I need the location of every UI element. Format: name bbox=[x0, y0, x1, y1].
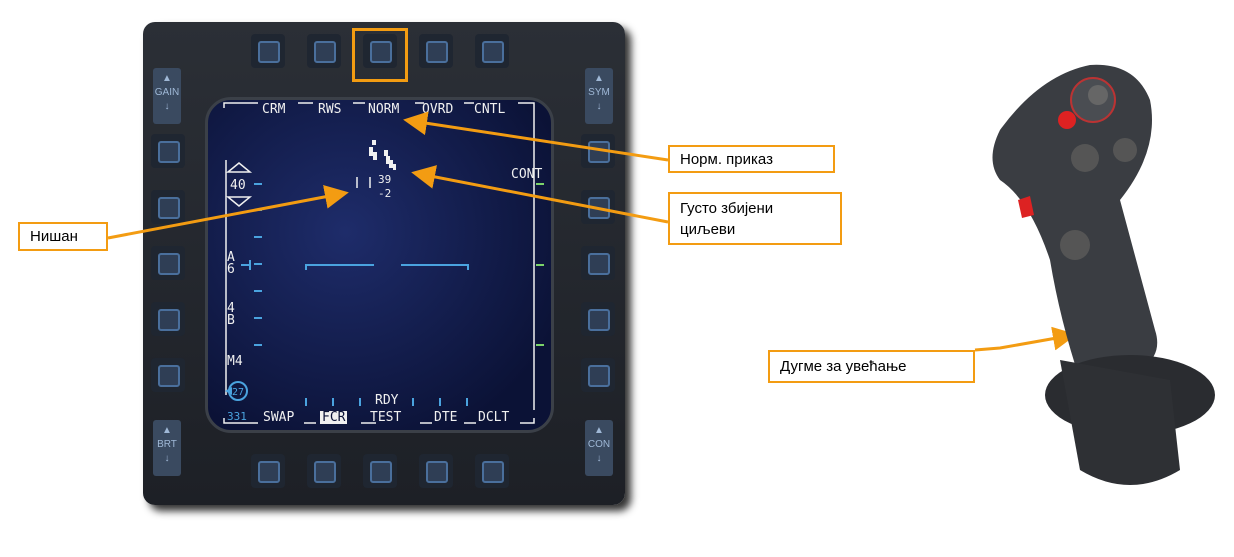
con-label: CON bbox=[587, 439, 611, 450]
osb-1[interactable] bbox=[251, 34, 285, 68]
arrow-zoom bbox=[974, 326, 1077, 352]
target-alt2: -2 bbox=[378, 187, 392, 200]
cont-label: CONT bbox=[511, 167, 543, 182]
osb-label-test: TEST bbox=[370, 410, 402, 425]
osb-label-cntl: CNTL bbox=[474, 102, 506, 117]
arrow-dense bbox=[411, 165, 669, 224]
target-cluster bbox=[369, 140, 396, 170]
rdy-label: RDY bbox=[375, 393, 399, 408]
gain-rocker[interactable]: ▲GAIN↓ bbox=[153, 68, 181, 124]
arrow-cursor bbox=[107, 185, 349, 240]
osb-label-fcr: FCR bbox=[320, 410, 348, 425]
arrow-norm bbox=[403, 111, 669, 162]
horizon-line bbox=[305, 264, 374, 270]
brt-rocker[interactable]: ▲BRT↓ bbox=[153, 420, 181, 476]
osb-8[interactable] bbox=[581, 246, 615, 280]
osb-11[interactable] bbox=[475, 454, 509, 488]
fcr-display: CRM RWS NORM OVRD CNTL CONT 40 39 -2 A 6… bbox=[205, 97, 554, 433]
bar-value: 4 bbox=[227, 301, 235, 316]
osb-label-swap: SWAP bbox=[263, 410, 295, 425]
osb-20[interactable] bbox=[151, 134, 185, 168]
osb-17[interactable] bbox=[151, 302, 185, 336]
osb-13[interactable] bbox=[363, 454, 397, 488]
gain-label: GAIN bbox=[154, 87, 180, 98]
range-value: 40 bbox=[230, 178, 246, 193]
heading-value: 27 bbox=[232, 387, 245, 398]
osb-16[interactable] bbox=[151, 358, 185, 392]
osb-5[interactable] bbox=[475, 34, 509, 68]
osb-label-norm: NORM bbox=[368, 102, 400, 117]
osb-15[interactable] bbox=[251, 454, 285, 488]
callout-zoom-button: Дугме за увећање bbox=[768, 350, 975, 383]
osb-label-rws: RWS bbox=[318, 102, 342, 117]
callout-dense-targets: Густо збијени циљеви bbox=[668, 192, 842, 245]
joystick-image bbox=[992, 64, 1215, 485]
range-up-icon bbox=[225, 162, 253, 173]
sym-label: SYM bbox=[588, 87, 610, 98]
brt-label: BRT bbox=[157, 439, 177, 450]
osb-9[interactable] bbox=[581, 302, 615, 336]
osb-label-ovrd: OVRD bbox=[422, 102, 454, 117]
osb-14[interactable] bbox=[307, 454, 341, 488]
azimuth-a: A bbox=[227, 250, 235, 265]
osb-label-crm: CRM bbox=[262, 102, 286, 117]
osb-4[interactable] bbox=[419, 34, 453, 68]
azimuth-value: 6 bbox=[227, 262, 235, 277]
mode-label: M4 bbox=[227, 354, 243, 369]
sym-rocker[interactable]: ▲SYM↓ bbox=[585, 68, 613, 124]
osb-12[interactable] bbox=[419, 454, 453, 488]
callout-norm: Норм. приказ bbox=[668, 145, 835, 173]
osb-2[interactable] bbox=[307, 34, 341, 68]
osb-3[interactable] bbox=[363, 34, 397, 68]
osb-label-dte: DTE bbox=[434, 410, 458, 425]
osb-18[interactable] bbox=[151, 246, 185, 280]
osb-label-dclt: DCLT bbox=[478, 410, 510, 425]
bar-b: B bbox=[227, 313, 235, 328]
osb-19[interactable] bbox=[151, 190, 185, 224]
target-alt: 39 bbox=[378, 173, 392, 186]
callout-cursor: Нишан bbox=[18, 222, 108, 251]
norm-button-highlight bbox=[352, 28, 408, 82]
range-down-icon bbox=[225, 196, 253, 207]
con-rocker[interactable]: ▲CON↓ bbox=[585, 420, 613, 476]
osb-10[interactable] bbox=[581, 358, 615, 392]
mfd-id: 331 bbox=[227, 410, 247, 423]
